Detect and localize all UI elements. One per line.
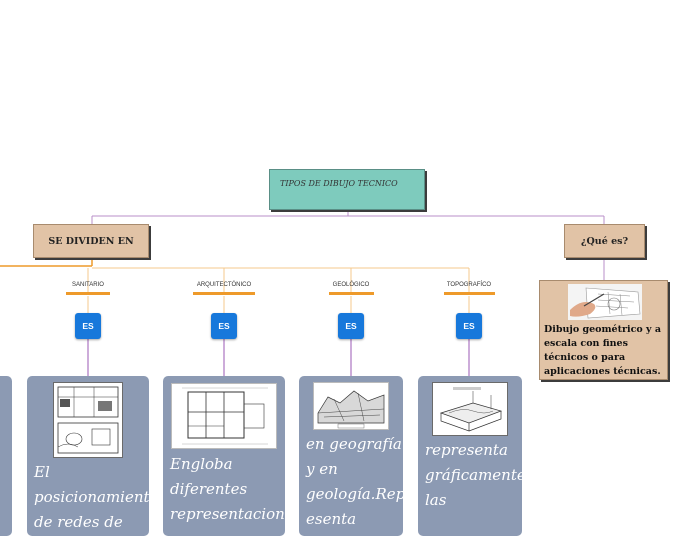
root-title: TIPOS DE DIBUJO TECNICO — [280, 179, 398, 188]
sanitario-text: El posicionamiento de redes de — [34, 463, 149, 531]
arquitectonico-card[interactable]: Engloba diferentes representaciones — [163, 376, 285, 536]
arquitectonico-text: Engloba diferentes representaciones — [170, 455, 285, 523]
category-sanitario: SANITARIO — [72, 282, 104, 288]
es-connector[interactable]: ES — [456, 313, 482, 339]
category-bar — [329, 292, 374, 295]
geologico-text: en geografía y en geología.Repr esenta — [306, 435, 403, 528]
geology-image — [313, 382, 389, 430]
definition-text: Dibujo geométrico y a escala con fines t… — [544, 324, 662, 377]
floorplan-image — [171, 383, 277, 449]
sanitario-image — [53, 382, 123, 458]
sanitario-card[interactable]: El posicionamiento de redes de — [27, 376, 149, 536]
topography-image — [432, 382, 508, 436]
drafting-image — [568, 284, 642, 320]
what-is-node[interactable]: ¿Qué es? — [564, 224, 645, 258]
category-topografico: TOPOGRAFÍCO — [446, 282, 492, 288]
geologico-card[interactable]: en geografía y en geología.Repr esenta — [299, 376, 403, 536]
connector-lines — [0, 210, 605, 376]
category-arquitectonico: ARQUITECTÓNICO — [196, 282, 252, 288]
es-connector[interactable]: ES — [75, 313, 101, 339]
topografico-card[interactable]: representa gráficamente las — [418, 376, 522, 536]
es-connector[interactable]: ES — [211, 313, 237, 339]
divide-label: SE DIVIDEN EN — [48, 235, 134, 247]
topografico-text: representa gráficamente las — [425, 441, 522, 509]
category-bar — [193, 292, 255, 295]
divide-node[interactable]: SE DIVIDEN EN — [33, 224, 149, 258]
es-connector[interactable]: ES — [338, 313, 364, 339]
category-bar — [66, 292, 110, 295]
category-geologico: GEOLÓGICO — [332, 282, 370, 288]
offscreen-card[interactable] — [0, 376, 12, 536]
definition-node[interactable]: Dibujo geométrico y a escala con fines t… — [539, 280, 668, 380]
root-node[interactable]: TIPOS DE DIBUJO TECNICO — [269, 169, 425, 210]
category-bar — [444, 292, 495, 295]
what-is-label: ¿Qué es? — [580, 235, 629, 247]
